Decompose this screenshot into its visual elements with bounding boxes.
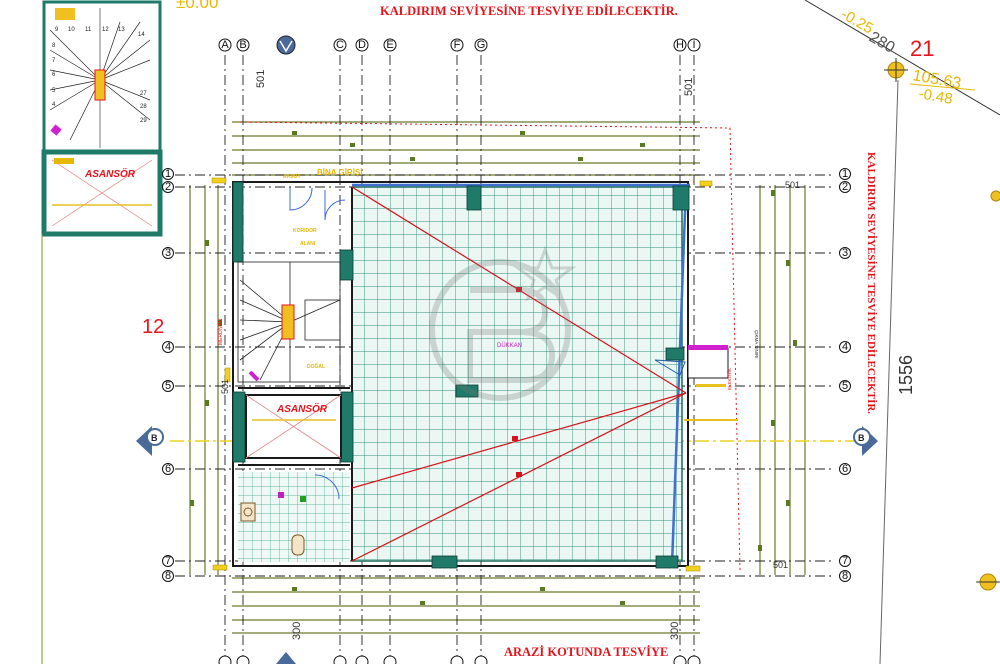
row-label-2-right: 2 bbox=[842, 181, 848, 193]
staircase bbox=[237, 261, 341, 383]
dimension-501-bottom: 501 bbox=[773, 560, 788, 570]
elevator-shaft bbox=[245, 394, 342, 459]
inset-stair-plan bbox=[41, 0, 163, 237]
elevator-label: ASANSÖR bbox=[276, 402, 328, 415]
svg-text:10: 10 bbox=[68, 27, 75, 33]
row-label-4: 4 bbox=[165, 341, 171, 353]
row-label-1-right: 1 bbox=[842, 168, 848, 180]
inset-elevator-label: ASANSÖR bbox=[84, 167, 136, 180]
dimension-1556: 1556 bbox=[896, 355, 916, 395]
survey-ticks bbox=[190, 131, 797, 605]
entrance-label: BİNA GİRİŞİ bbox=[317, 168, 362, 177]
parcel-number: 21 bbox=[910, 36, 934, 61]
shop-floor-area bbox=[351, 186, 683, 562]
right-utility-box bbox=[684, 345, 738, 421]
dimension-501-top: 501 bbox=[255, 70, 267, 88]
svg-text:ALANI: ALANI bbox=[300, 241, 316, 247]
corner-markers bbox=[211, 177, 713, 572]
svg-text:5: 5 bbox=[52, 88, 56, 94]
row-label-5: 5 bbox=[165, 380, 171, 392]
dimension-501-right: 501 bbox=[785, 180, 800, 190]
row-label-3-right: 3 bbox=[842, 247, 848, 259]
section-arrow-icon-right bbox=[853, 426, 878, 456]
row-label-1: 1 bbox=[165, 168, 171, 180]
svg-text:11: 11 bbox=[85, 27, 92, 33]
svg-text:9: 9 bbox=[55, 27, 59, 33]
level-sub: -0.48 bbox=[917, 85, 954, 108]
elevation-top-right-b: 280 bbox=[866, 29, 898, 57]
bottom-note: ARAZİ KOTUNDA TESVİYE bbox=[504, 645, 668, 659]
row-axis-bubbles bbox=[162, 168, 851, 582]
site-boundary-lines bbox=[189, 121, 806, 634]
top-note: KALDIRIM SEVİYESİNE TESVİYE EDİLECEKTİR. bbox=[380, 4, 678, 18]
dimension-300-left: 300 bbox=[291, 622, 303, 640]
axis-label-c: C bbox=[336, 39, 344, 51]
svg-text:27: 27 bbox=[140, 91, 147, 97]
svg-text:4: 4 bbox=[52, 102, 56, 108]
row-label-8-right: 8 bbox=[842, 570, 848, 582]
svg-text:DOĞAL: DOĞAL bbox=[307, 362, 325, 370]
survey-point-icon bbox=[884, 58, 908, 82]
dimension-300-right: 300 bbox=[669, 622, 681, 640]
axis-label-g: G bbox=[477, 39, 486, 51]
svg-text:ELEKTRİK: ELEKTRİK bbox=[726, 368, 732, 390]
stair-handrail bbox=[281, 304, 295, 340]
left-number: 12 bbox=[142, 316, 164, 338]
entrance-door bbox=[289, 187, 686, 376]
svg-text:ÇIKMA SINIRI: ÇIKMA SINIRI bbox=[754, 330, 759, 359]
axis-label-d: D bbox=[358, 39, 366, 51]
top-axis-bubbles bbox=[218, 38, 701, 664]
axis-label-f: F bbox=[454, 39, 461, 51]
section-arrow-icon-left bbox=[136, 426, 164, 456]
svg-text:8: 8 bbox=[52, 43, 56, 49]
row-label-2: 2 bbox=[165, 181, 171, 193]
svg-text:13: 13 bbox=[118, 27, 125, 33]
structural-columns bbox=[232, 181, 690, 569]
axis-label-e: E bbox=[386, 39, 393, 51]
north-arrow-bottom-icon bbox=[276, 652, 296, 664]
shop-tag: DÜKKAN bbox=[497, 342, 522, 349]
row-label-3: 3 bbox=[165, 247, 171, 259]
watermark-logo-icon bbox=[429, 245, 577, 401]
section-label-right: B bbox=[858, 433, 865, 443]
svg-text:14: 14 bbox=[138, 32, 145, 38]
svg-text:6: 6 bbox=[52, 72, 56, 78]
svg-text:KORIDOR: KORIDOR bbox=[293, 228, 317, 234]
elevation-top-right-a: -0.25 bbox=[838, 6, 876, 38]
axis-label-a: A bbox=[221, 39, 229, 51]
side-note: KALDIRIM SEVİYESİNE TESVİYE EDİLECEKTİR. bbox=[865, 152, 877, 414]
row-label-8: 8 bbox=[165, 570, 171, 582]
section-label-left: B bbox=[151, 433, 158, 443]
dimension-501-left: 501 bbox=[220, 379, 230, 394]
svg-text:AKSOY: AKSOY bbox=[283, 174, 301, 180]
glass-facade-right bbox=[670, 184, 688, 566]
axis-label-i: I bbox=[692, 39, 695, 51]
elevation-top-left: ±0.00 bbox=[176, 0, 218, 12]
row-label-7-right: 7 bbox=[842, 555, 848, 567]
plot-boundary bbox=[239, 121, 741, 571]
svg-text:29: 29 bbox=[140, 118, 147, 124]
row-label-6-right: 6 bbox=[842, 463, 848, 475]
svg-text:28: 28 bbox=[140, 104, 147, 110]
axis-label-b: B bbox=[239, 39, 246, 51]
row-label-5-right: 5 bbox=[842, 380, 848, 392]
row-label-6: 6 bbox=[165, 463, 171, 475]
svg-text:MERDİVEN: MERDİVEN bbox=[217, 318, 224, 345]
row-label-4-right: 4 bbox=[842, 341, 848, 353]
svg-text:12: 12 bbox=[102, 27, 109, 33]
north-arrow-icon bbox=[276, 35, 296, 55]
svg-text:7: 7 bbox=[52, 58, 56, 64]
row-label-7: 7 bbox=[165, 555, 171, 567]
survey-point-icon-right bbox=[976, 190, 1000, 591]
axis-label-h: H bbox=[676, 39, 684, 51]
wc-fixtures bbox=[240, 474, 340, 556]
dimension-501-top-right: 501 bbox=[683, 78, 695, 96]
